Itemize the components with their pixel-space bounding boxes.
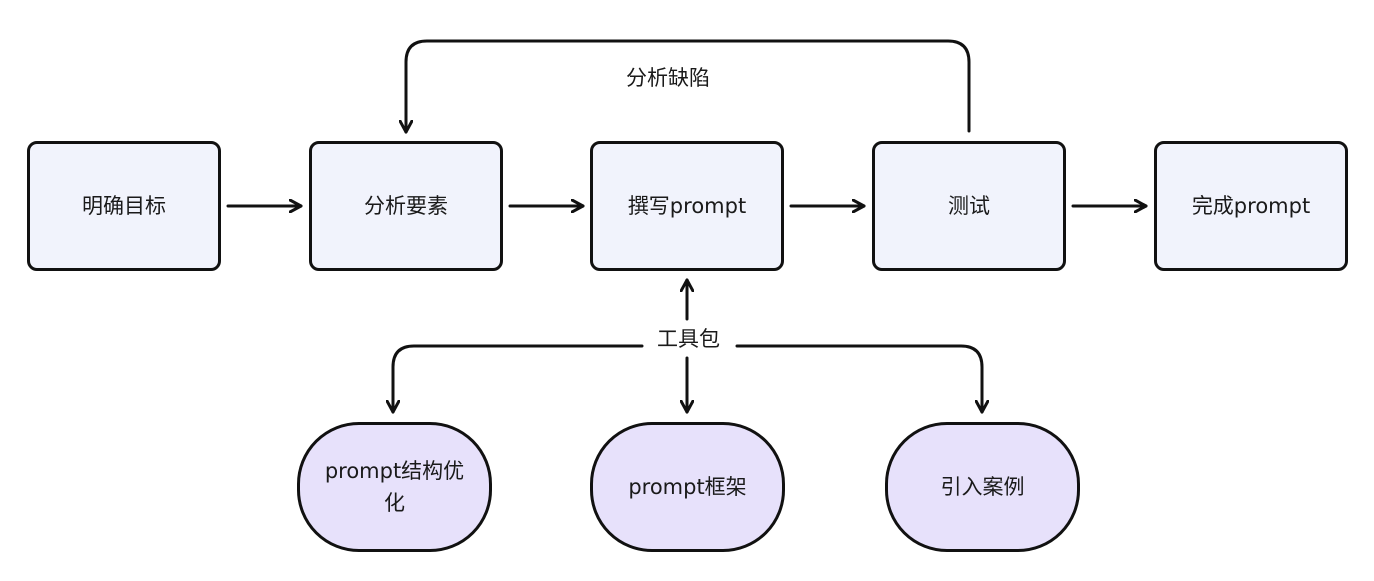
step-analyze-elements[interactable]: 分析要素 — [309, 141, 503, 271]
toolkit-label: 工具包 — [655, 324, 722, 354]
step-final-prompt-label: 完成prompt — [1191, 194, 1311, 218]
step-write-prompt-label: 撰写prompt — [627, 194, 747, 218]
tool-structure-optimization[interactable]: prompt结构优化 — [297, 422, 492, 552]
step-write-prompt[interactable]: 撰写prompt — [590, 141, 784, 271]
step-test[interactable]: 测试 — [872, 141, 1066, 271]
tool-prompt-framework-label: prompt框架 — [628, 475, 747, 499]
feedback-loop-label: 分析缺陷 — [626, 63, 710, 93]
step-analyze-elements-label: 分析要素 — [364, 194, 448, 218]
feedback-loop-arrow — [406, 39, 971, 134]
tool-prompt-framework[interactable]: prompt框架 — [590, 422, 785, 552]
tool-structure-optimization-label: prompt结构优化 — [324, 459, 465, 515]
step-define-goal[interactable]: 明确目标 — [27, 141, 221, 271]
branch-right — [735, 344, 982, 414]
branch-left — [393, 344, 644, 414]
step-test-label: 测试 — [948, 194, 990, 218]
step-define-goal-label: 明确目标 — [82, 194, 166, 218]
step-final-prompt[interactable]: 完成prompt — [1154, 141, 1348, 271]
tool-add-examples-label: 引入案例 — [940, 475, 1025, 499]
tool-add-examples[interactable]: 引入案例 — [885, 422, 1080, 552]
